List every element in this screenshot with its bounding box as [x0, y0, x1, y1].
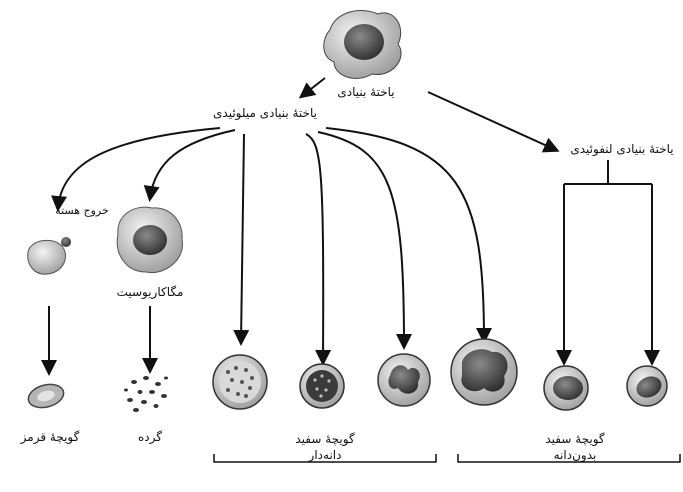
rbc-precursor-image [28, 237, 71, 274]
myeloid-stem-label: یاختهٔ بنیادی میلوئیدی [213, 106, 317, 120]
arrow-myeloid-to-neutrophil [241, 134, 244, 342]
stem-cell-label: یاختهٔ بنیادی [337, 85, 394, 99]
lymphocyte-1-image [544, 366, 588, 410]
platelets-label: گرده [138, 430, 162, 444]
red-cell-image [26, 381, 66, 412]
lymphocyte-2-image [627, 366, 667, 406]
megakaryocyte-image [117, 207, 182, 272]
basophil-image [300, 364, 344, 408]
arrow-myeloid-to-eosinophil [318, 132, 404, 346]
granular-wbc-label-line1: گویچهٔ سفید [295, 432, 354, 446]
arrow-stem-to-lymphoid [428, 92, 556, 150]
agranular-wbc-label-line2: بدون‌دانه [554, 448, 597, 462]
arrow-stem-to-myeloid [302, 78, 325, 96]
lymphoid-stem-label: یاختهٔ بنیادی لنفوئیدی [570, 142, 673, 156]
arrow-myeloid-to-rbc-precursor [58, 128, 220, 208]
monocyte-image [451, 339, 517, 405]
arrow-myeloid-to-monocyte [326, 128, 484, 340]
platelets-image [124, 376, 168, 412]
red-cell-label: گویچهٔ قرمز [21, 430, 80, 444]
granular-wbc-label-line2: دانه‌دار [309, 448, 342, 462]
stem-cell-image [324, 11, 401, 79]
eosinophil-image [378, 354, 430, 406]
nucleus-exit-label: خروج هسته [55, 204, 109, 218]
arrow-myeloid-to-megakaryocyte [150, 130, 235, 198]
neutrophil-image [213, 355, 267, 409]
agranular-wbc-label-line1: گویچهٔ سفید [545, 432, 604, 446]
arrow-myeloid-to-basophil [306, 134, 323, 362]
megakaryocyte-label: مگاکاریوسیت [117, 285, 184, 299]
